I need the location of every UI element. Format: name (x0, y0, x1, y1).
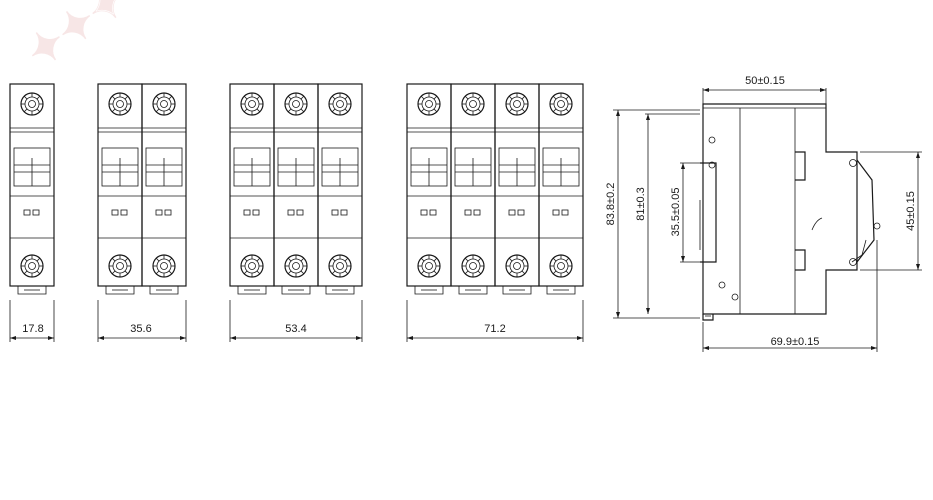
dim-rail-height: 35.5±0.05 (670, 188, 682, 237)
front-view-1p (9, 83, 55, 342)
dim-bottom-width: 69.9±0.15 (771, 336, 820, 348)
front-view-2p (97, 83, 187, 342)
watermark-logo: ✦✦✦ (18, 0, 137, 78)
side-view (613, 88, 922, 352)
width-label-4p: 71.2 (484, 323, 505, 335)
breaker-pole (9, 83, 55, 295)
breaker-pole (406, 83, 452, 295)
breaker-pole (538, 83, 584, 295)
front-view-4p (406, 83, 584, 342)
dim-inner-height: 81±0.3 (635, 187, 647, 221)
breaker-pole (97, 83, 143, 295)
breaker-pole (273, 83, 319, 295)
front-view-3p (229, 83, 363, 342)
breaker-pole (317, 83, 363, 295)
width-label-3p: 53.4 (285, 323, 306, 335)
breaker-pole (450, 83, 496, 295)
width-label-1p: 17.8 (22, 323, 43, 335)
front-views (9, 83, 584, 342)
breaker-pole (141, 83, 187, 295)
svg-text:✦✦✦: ✦✦✦ (18, 0, 137, 78)
dim-right-height: 45±0.15 (905, 191, 917, 231)
breaker-pole (229, 83, 275, 295)
dim-top-width: 50±0.15 (745, 75, 785, 87)
breaker-pole (494, 83, 540, 295)
dim-total-height: 83.8±0.2 (605, 183, 617, 226)
width-label-2p: 35.6 (130, 323, 151, 335)
